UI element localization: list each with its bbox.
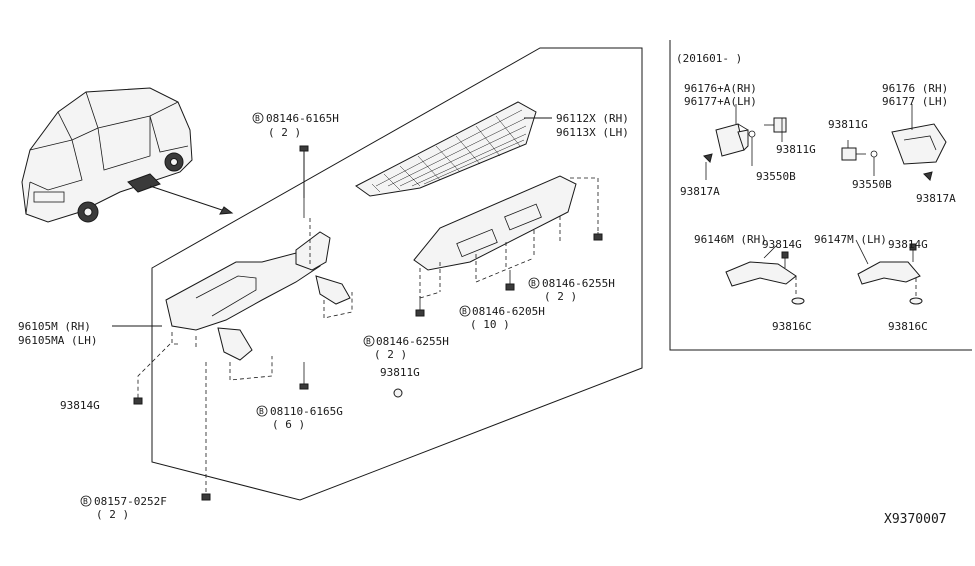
label-08146-6165H-qty: ( 2 )	[268, 126, 301, 139]
lamp-right	[841, 104, 947, 181]
label-08146-6255H-right: 08146-6255H	[542, 277, 615, 290]
svg-text:B: B	[255, 114, 260, 123]
bolt-icon-0252F	[201, 493, 211, 501]
svg-text:B: B	[366, 337, 371, 346]
label-08146-6255H-mid: 08146-6255H	[376, 335, 449, 348]
inset-period-label: (201601- )	[676, 52, 742, 65]
lamp-left	[703, 104, 787, 180]
van-illustration	[21, 87, 234, 223]
svg-text:B: B	[259, 407, 264, 416]
label-96177A: 96177+A(LH)	[684, 95, 757, 108]
label-96176A: 96176+A(RH)	[684, 82, 757, 95]
label-93816C-right: 93816C	[888, 320, 928, 333]
label-93817A-left: 93817A	[680, 185, 720, 198]
label-08146-6255H-right-qty: ( 2 )	[544, 290, 577, 303]
label-93814G-inset-left: 93814G	[762, 238, 802, 251]
bolt-marker-letters: B B B B B B	[83, 114, 536, 506]
label-96176: 96176 (RH)	[882, 82, 948, 95]
label-96105MA: 96105MA (LH)	[18, 334, 97, 347]
label-08146-6205H: 08146-6205H	[472, 305, 545, 318]
label-08146-6255H-mid-qty: ( 2 )	[374, 348, 407, 361]
bolt-icon-6255H-right	[593, 233, 603, 241]
inset-frame	[669, 40, 972, 351]
label-96112X: 96112X (RH)	[556, 112, 629, 125]
leader-lines	[112, 117, 599, 494]
label-96113X: 96113X (LH)	[556, 126, 629, 139]
label-08146-6165H: 08146-6165H	[266, 112, 339, 125]
clip-icon-93811G	[393, 388, 403, 398]
svg-text:B: B	[462, 307, 467, 316]
assembly-frame	[151, 47, 643, 501]
label-93814G-inset-right: 93814G	[888, 238, 928, 251]
bolt-icon-93814G-left	[133, 397, 143, 405]
label-08110-6165G-qty: ( 6 )	[272, 418, 305, 431]
label-96147M: 96147M (LH)	[814, 233, 887, 246]
label-08146-6205H-qty: ( 10 )	[470, 318, 510, 331]
label-93550B-right: 93550B	[852, 178, 892, 191]
label-93811G-inset-left: 93811G	[776, 143, 816, 156]
bolt-icon-6205H	[505, 283, 515, 291]
label-08110-6165G: 08110-6165G	[270, 405, 343, 418]
bolt-icon-6165H	[299, 145, 309, 160]
label-93816C-left: 93816C	[772, 320, 812, 333]
step-grille	[355, 101, 537, 197]
bolt-icon-6255H-mid	[415, 309, 425, 317]
diagram-id: X9370007	[884, 512, 947, 527]
label-08157-0252F-qty: ( 2 )	[96, 508, 129, 521]
label-08157-0252F: 08157-0252F	[94, 495, 167, 508]
label-96105M: 96105M (RH)	[18, 320, 91, 333]
label-93814G-left: 93814G	[60, 399, 100, 412]
label-96177: 96177 (LH)	[882, 95, 948, 108]
label-93550B-left: 93550B	[756, 170, 796, 183]
svg-text:B: B	[83, 497, 88, 506]
bolt-icon-6165G	[299, 383, 309, 390]
bracket-left	[725, 245, 805, 305]
svg-text:B: B	[531, 279, 536, 288]
step-frame	[165, 218, 353, 381]
bracket-right	[855, 239, 923, 305]
label-93811G-mid: 93811G	[380, 366, 420, 379]
bolt-marker-icon	[80, 112, 540, 507]
label-93817A-right: 93817A	[916, 192, 956, 205]
step-bracket	[413, 175, 599, 299]
label-93811G-inset-right: 93811G	[828, 118, 868, 131]
label-96146M: 96146M (RH)	[694, 233, 767, 246]
